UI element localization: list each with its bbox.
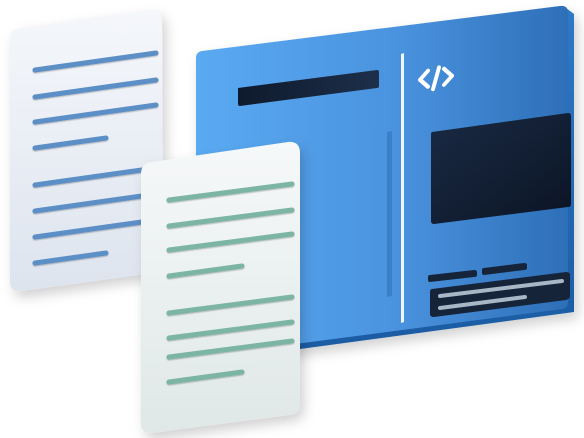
back-document-lines [32,50,159,266]
text-box-line-1 [438,279,564,298]
title-bar [238,70,379,106]
back-document [10,9,163,292]
code-brackets-icon [418,65,454,92]
divider-line [401,53,404,323]
chip-2 [482,263,527,275]
chip-1 [428,270,477,282]
text-box-line-2 [438,295,527,310]
front-document-lines [166,181,295,385]
left-column-accent [387,131,392,297]
preview-screen [431,113,571,224]
